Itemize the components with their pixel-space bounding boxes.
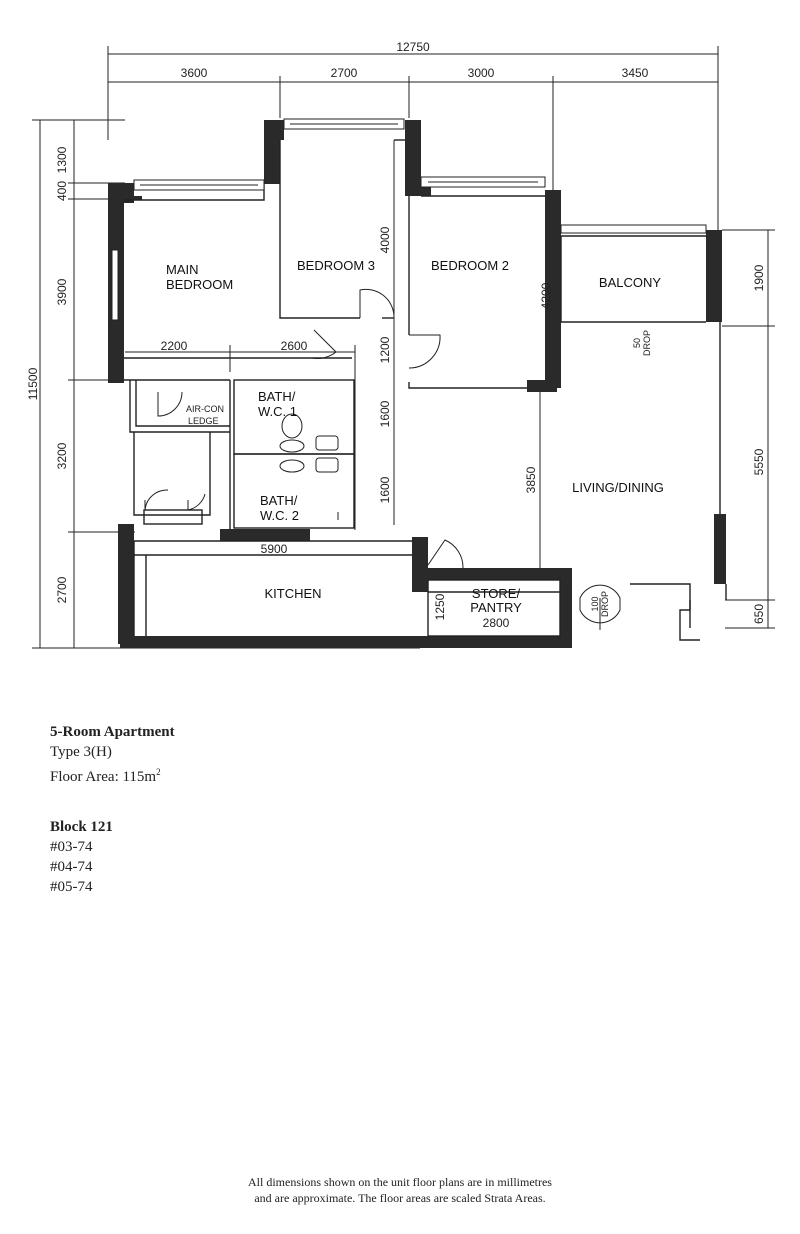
room-kitchen: KITCHEN <box>264 586 321 601</box>
room-bath2-line2: W.C. 2 <box>260 508 299 523</box>
room-main-bedroom-line1: MAIN <box>166 262 199 277</box>
room-store-line1: STORE/ <box>472 586 521 601</box>
footnote-line-1: All dimensions shown on the unit floor p… <box>248 1175 552 1189</box>
dim-overall-width: 12750 <box>396 40 430 54</box>
dim-left-1: 1300 <box>55 146 69 173</box>
dim-kitchen-width: 5900 <box>261 542 288 556</box>
dim-left-4: 3200 <box>55 442 69 469</box>
unit-name: 5-Room Apartment <box>50 724 175 740</box>
floor-area-text: Floor Area: 115m <box>50 769 157 785</box>
dim-bedroom2-depth: 4200 <box>539 282 553 309</box>
dim-left-3: 3900 <box>55 278 69 305</box>
dim-bath2-depth: 1600 <box>378 476 392 503</box>
room-aircon-line2: LEDGE <box>188 416 219 426</box>
floor-plan: 12750 3600 2700 3000 3450 11500 1300 400… <box>26 40 775 649</box>
footnote: All dimensions shown on the unit floor p… <box>150 1174 650 1206</box>
dim-bedroom3-depth: 4000 <box>378 226 392 253</box>
dim-living-depth: 3850 <box>524 466 538 493</box>
dim-store-depth: 1250 <box>433 593 447 620</box>
floor-area-superscript: 2 <box>156 767 161 777</box>
drop-balcony-label: DROP <box>642 330 652 356</box>
drop-entrance-label: DROP <box>600 591 610 617</box>
dim-right-1: 1900 <box>752 264 766 291</box>
dim-top-3: 3000 <box>468 66 495 80</box>
room-living-dining: LIVING/DINING <box>572 480 664 495</box>
dim-overall-height: 11500 <box>26 367 40 400</box>
unit-floor-area: Floor Area: 115m2 <box>50 762 175 787</box>
block-unit-1: #03-74 <box>50 839 93 855</box>
block-unit-3: #05-74 <box>50 879 93 895</box>
dim-right-2: 5550 <box>752 448 766 475</box>
drop-entrance-value: 100 <box>590 596 600 611</box>
unit-info: 5-Room Apartment Type 3(H) Floor Area: 1… <box>50 722 175 787</box>
dim-corridor-width: 2600 <box>281 339 308 353</box>
block-title: Block 121 <box>50 819 113 835</box>
footnote-line-2: and are approximate. The floor areas are… <box>254 1191 546 1205</box>
dim-top-1: 3600 <box>181 66 208 80</box>
room-bedroom-3: BEDROOM 3 <box>297 258 375 273</box>
dim-bath1-depth: 1600 <box>378 400 392 427</box>
dim-top-2: 2700 <box>331 66 358 80</box>
unit-type: Type 3(H) <box>50 744 112 760</box>
block-unit-2: #04-74 <box>50 859 93 875</box>
room-bath2-line1: BATH/ <box>260 493 298 508</box>
room-balcony: BALCONY <box>599 275 661 290</box>
dim-left-5: 2700 <box>55 576 69 603</box>
room-main-bedroom-line2: BEDROOM <box>166 277 233 292</box>
dim-right-3: 650 <box>752 604 766 624</box>
room-store-line2: PANTRY <box>470 600 522 615</box>
dim-corridor-depth: 1200 <box>378 336 392 363</box>
room-bath1-line2: W.C. 1 <box>258 404 297 419</box>
drop-balcony-value: 50 <box>632 338 642 348</box>
room-bedroom-2: BEDROOM 2 <box>431 258 509 273</box>
block-info: Block 121 #03-74 #04-74 #05-74 <box>50 817 113 897</box>
room-bath1-line1: BATH/ <box>258 389 296 404</box>
room-aircon-line1: AIR-CON <box>186 404 224 414</box>
dim-top-4: 3450 <box>622 66 649 80</box>
dim-store-width: 2800 <box>483 616 510 630</box>
dim-left-2: 400 <box>55 181 69 201</box>
dim-main-bedroom-width: 2200 <box>161 339 188 353</box>
